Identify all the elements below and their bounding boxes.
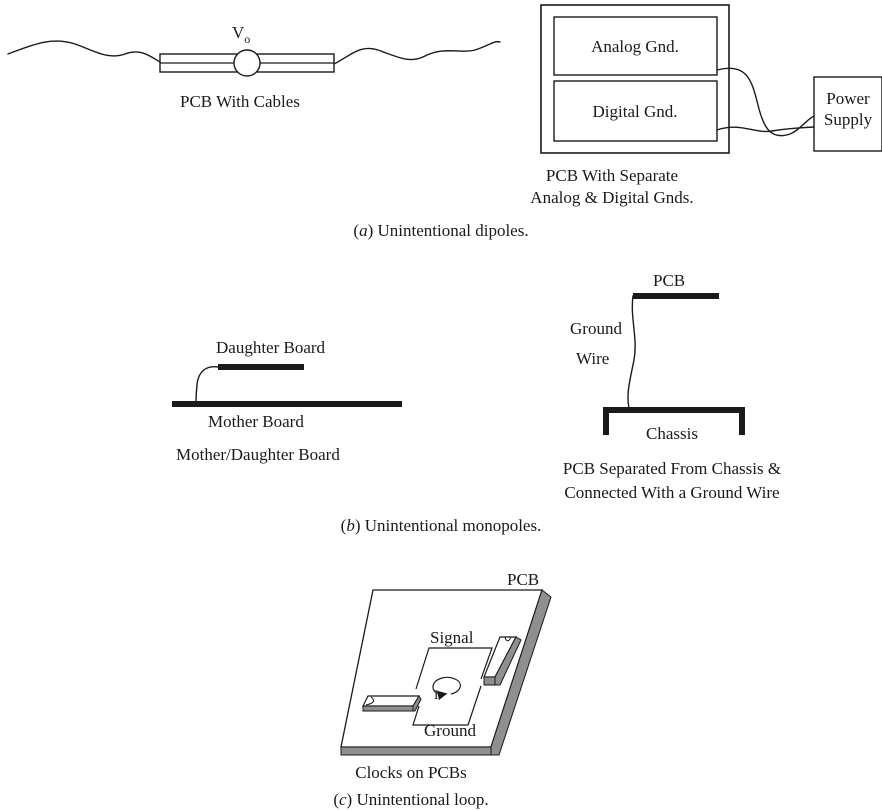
- digital-gnd-box: [553, 80, 718, 142]
- power-supply-label-line1: Power: [826, 89, 870, 108]
- left-cable: [7, 40, 161, 63]
- pcb-board-right-edge: [490, 589, 552, 756]
- pcb-with-cables-caption: PCB With Cables: [180, 92, 300, 111]
- ic-chip-right: [483, 636, 522, 686]
- caption-a: (a) Unintentional dipoles.: [353, 221, 528, 240]
- digital-supply-wire: [716, 126, 815, 133]
- clocks-caption: Clocks on PCBs: [355, 763, 466, 782]
- pcb-separate-grounds: Analog Gnd. Digital Gnd. Power Supply PC…: [530, 4, 882, 207]
- pcb-chassis-ground-wire: PCB Ground Wire Chassis PCB Separated Fr…: [563, 271, 781, 502]
- caption-c: (c) Unintentional loop.: [333, 790, 488, 809]
- caption-c-text: Unintentional loop.: [352, 790, 488, 809]
- pcb-outer-frame: [540, 4, 730, 154]
- caption-c-letter: c: [339, 790, 347, 809]
- ic-chip-left-notch: [365, 696, 375, 706]
- separate-gnds-caption-line1: PCB With Separate: [546, 166, 678, 185]
- ic-chip-right-side: [483, 676, 496, 686]
- caption-a-letter: a: [359, 221, 368, 240]
- vo-subscript: o: [244, 32, 250, 46]
- separated-caption-line2: Connected With a Ground Wire: [564, 483, 779, 502]
- separated-caption-line1: PCB Separated From Chassis &: [563, 459, 781, 478]
- ic-chip-right-edge: [494, 636, 522, 686]
- current-label: I: [434, 687, 438, 702]
- separate-gnds-caption-line2: Analog & Digital Gnds.: [530, 188, 693, 207]
- panel-c-loop: PCB I Signal Ground: [333, 570, 552, 809]
- mother-daughter-caption: Mother/Daughter Board: [176, 445, 340, 464]
- ic-chip-right-notch: [504, 636, 512, 642]
- chassis-bracket: [603, 407, 745, 435]
- voltage-source-circle: [233, 49, 261, 77]
- ic-chip-left-front: [362, 705, 414, 712]
- pcb-with-cables: Vo PCB With Cables: [7, 23, 501, 111]
- analog-gnd-box: [553, 16, 718, 76]
- clock-loop: I Signal Ground: [362, 628, 522, 740]
- pcb-board-front-edge: [340, 746, 492, 756]
- daughter-board-label: Daughter Board: [216, 338, 326, 357]
- panel-b-monopoles: Daughter Board Mother Board Mother/Daugh…: [172, 271, 781, 535]
- vo-label: Vo: [232, 23, 250, 46]
- pcb-label-b: PCB: [653, 271, 685, 290]
- daughter-board-wire: [195, 365, 219, 404]
- ic-chip-left: [362, 695, 422, 712]
- ground-label: Ground: [424, 721, 476, 740]
- current-circulation-arrow: [432, 676, 461, 701]
- chassis-label: Chassis: [646, 424, 698, 443]
- analog-supply-wire: [716, 67, 815, 137]
- digital-gnd-label: Digital Gnd.: [593, 102, 678, 121]
- caption-b-letter: b: [346, 516, 355, 535]
- ic-chip-left-edge: [412, 695, 422, 712]
- power-supply-label-line2: Supply: [824, 110, 873, 129]
- panel-a-dipoles: Vo PCB With Cables Analog Gnd. Digital G…: [7, 4, 882, 240]
- signal-label: Signal: [430, 628, 474, 647]
- right-cable: [333, 40, 501, 65]
- pcb-label-c: PCB: [507, 570, 539, 589]
- caption-b-text: Unintentional monopoles.: [361, 516, 542, 535]
- caption-a-text: Unintentional dipoles.: [373, 221, 528, 240]
- analog-gnd-label: Analog Gnd.: [591, 37, 679, 56]
- ground-wire: [627, 295, 636, 409]
- mother-board-label: Mother Board: [208, 412, 304, 431]
- power-supply-box: [813, 76, 882, 152]
- ground-wire-label-line2: Wire: [576, 349, 609, 368]
- ground-wire-label-line1: Ground: [570, 319, 622, 338]
- ground-trace: [412, 685, 482, 726]
- mother-daughter-board: Daughter Board Mother Board Mother/Daugh…: [172, 338, 402, 464]
- caption-b: (b) Unintentional monopoles.: [341, 516, 542, 535]
- signal-trace: [415, 647, 493, 690]
